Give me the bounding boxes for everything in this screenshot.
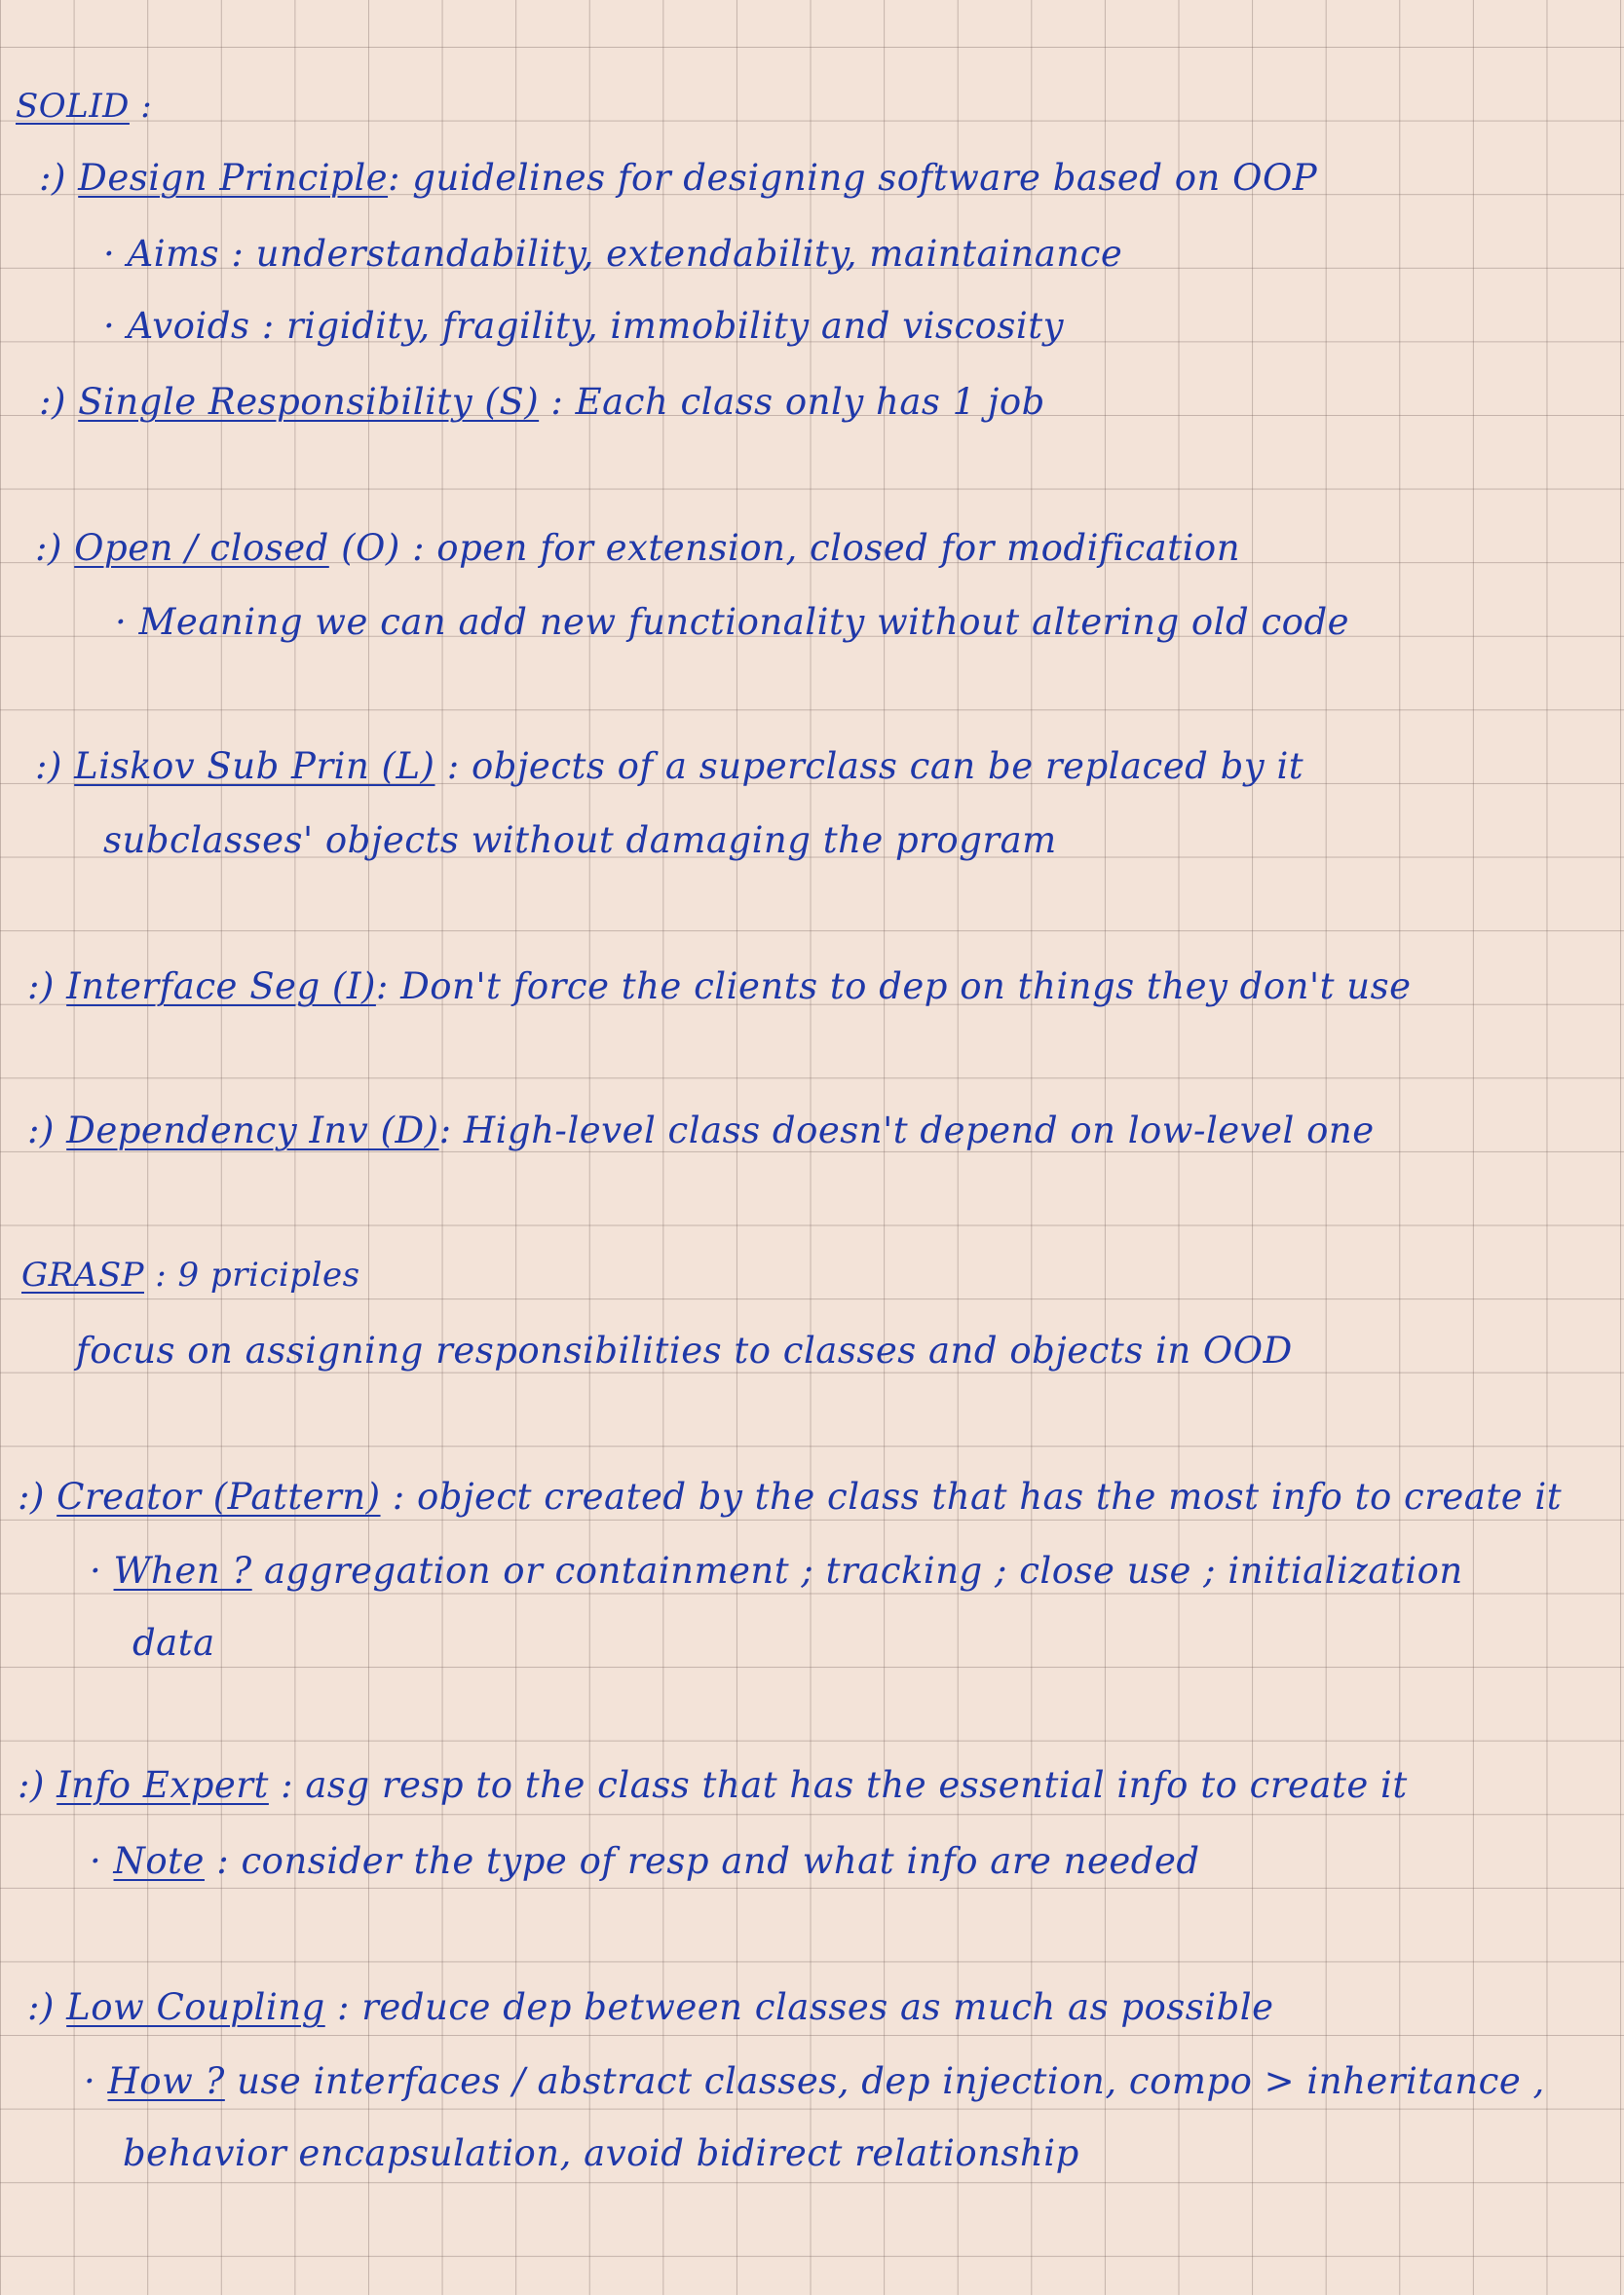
- creator-when-line: · When ? aggregation or containment ; tr…: [90, 1553, 1463, 1589]
- dependency-inv-term: Dependency Inv (D): [66, 1110, 439, 1151]
- info-expert-line: :) Info Expert : asg resp to the class t…: [18, 1767, 1408, 1803]
- solid-heading: SOLID :: [16, 90, 152, 123]
- avoids-text: rigidity, fragility, immobility and visc…: [285, 305, 1065, 347]
- bullet-dot: ·: [84, 2060, 96, 2102]
- bullet-marker: :): [39, 157, 66, 199]
- liskov-definition: : objects of a superclass can be replace…: [446, 745, 1304, 787]
- bullet-marker: :): [27, 965, 55, 1007]
- creator-definition: : object created by the class that has t…: [392, 1476, 1563, 1518]
- interface-seg-term: Interface Seg (I): [66, 965, 376, 1007]
- liskov-term: Liskov Sub Prin (L): [74, 745, 435, 787]
- creator-line: :) Creator (Pattern) : object created by…: [18, 1479, 1562, 1515]
- bullet-marker: :): [39, 381, 66, 423]
- avoids-label: Avoids :: [127, 305, 275, 347]
- grasp-heading-text: : 9 priciples: [155, 1256, 360, 1295]
- open-closed-note-text: Meaning we can add new functionality wit…: [138, 601, 1350, 643]
- low-coupling-line: :) Low Coupling : reduce dep between cla…: [27, 1989, 1274, 2025]
- info-expert-definition: : asg resp to the class that has the ess…: [281, 1764, 1408, 1806]
- avoids-line: · Avoids : rigidity, fragility, immobili…: [103, 308, 1064, 344]
- bullet-dot: ·: [90, 1840, 102, 1882]
- bullet-marker: :): [35, 527, 62, 569]
- interface-seg-line: :) Interface Seg (I): Don't force the cl…: [27, 968, 1411, 1004]
- low-coupling-definition: : reduce dep between classes as much as …: [337, 1986, 1274, 2028]
- aims-label: Aims :: [127, 233, 245, 275]
- bullet-marker: :): [27, 1986, 55, 2028]
- solid-heading-title: SOLID: [16, 87, 130, 126]
- low-coupling-how-cont: behavior encapsulation, avoid bidirect r…: [123, 2132, 1079, 2174]
- bullet-dot: ·: [90, 1550, 102, 1592]
- info-expert-note-label: Note: [113, 1840, 205, 1882]
- bullet-marker: :): [18, 1764, 45, 1806]
- bullet-marker: :): [35, 745, 62, 787]
- open-closed-line: :) Open / closed (O) : open for extensio…: [35, 530, 1240, 566]
- bullet-marker: :): [18, 1476, 45, 1518]
- creator-when-cont: data: [132, 1622, 215, 1664]
- info-expert-note-text: : consider the type of resp and what inf…: [216, 1840, 1200, 1882]
- solid-heading-colon: :: [140, 87, 153, 126]
- bullet-dot: ·: [115, 601, 128, 643]
- info-expert-term: Info Expert: [57, 1764, 269, 1806]
- low-coupling-how-line: · How ? use interfaces / abstract classe…: [84, 2063, 1545, 2099]
- design-principle-line: :) Design Principle: guidelines for desi…: [39, 160, 1317, 196]
- creator-term: Creator (Pattern): [57, 1476, 381, 1518]
- dependency-inv-definition: : High-level class doesn't depend on low…: [438, 1110, 1375, 1151]
- grasp-heading-title: GRASP: [21, 1256, 144, 1295]
- open-closed-code: (O): [341, 527, 400, 569]
- info-expert-note-line: · Note : consider the type of resp and w…: [90, 1843, 1200, 1879]
- bullet-dot: ·: [103, 233, 116, 275]
- liskov-line: :) Liskov Sub Prin (L) : objects of a su…: [35, 748, 1303, 784]
- creator-when-text: aggregation or containment ; tracking ; …: [263, 1550, 1463, 1592]
- grasp-heading: GRASP : 9 priciples: [21, 1259, 360, 1292]
- design-principle-term: Design Principle: [78, 157, 389, 199]
- liskov-definition-cont: subclasses' objects without damaging the…: [103, 819, 1057, 861]
- aims-text: understandability, extendability, mainta…: [255, 233, 1123, 275]
- single-responsibility-definition: : Each class only has 1 job: [550, 381, 1045, 423]
- aims-line: · Aims : understandability, extendabilit…: [103, 236, 1122, 272]
- bullet-marker: :): [27, 1110, 55, 1151]
- single-responsibility-term: Single Responsibility (S): [78, 381, 540, 423]
- low-coupling-how-label: How ?: [107, 2060, 225, 2102]
- design-principle-definition: : guidelines for designing software base…: [388, 157, 1318, 199]
- open-closed-note: · Meaning we can add new functionality w…: [115, 604, 1349, 640]
- interface-seg-definition: : Don't force the clients to dep on thin…: [375, 965, 1412, 1007]
- open-closed-definition: : open for extension, closed for modific…: [412, 527, 1241, 569]
- dependency-inv-line: :) Dependency Inv (D): High-level class …: [27, 1112, 1375, 1148]
- grasp-focus: focus on assigning responsibilities to c…: [76, 1330, 1293, 1372]
- bullet-dot: ·: [103, 305, 116, 347]
- low-coupling-term: Low Coupling: [66, 1986, 325, 2028]
- single-responsibility-line: :) Single Responsibility (S) : Each clas…: [39, 384, 1045, 420]
- open-closed-term: Open / closed: [74, 527, 329, 569]
- low-coupling-how-text: use interfaces / abstract classes, dep i…: [237, 2060, 1545, 2102]
- creator-when-label: When ?: [113, 1550, 252, 1592]
